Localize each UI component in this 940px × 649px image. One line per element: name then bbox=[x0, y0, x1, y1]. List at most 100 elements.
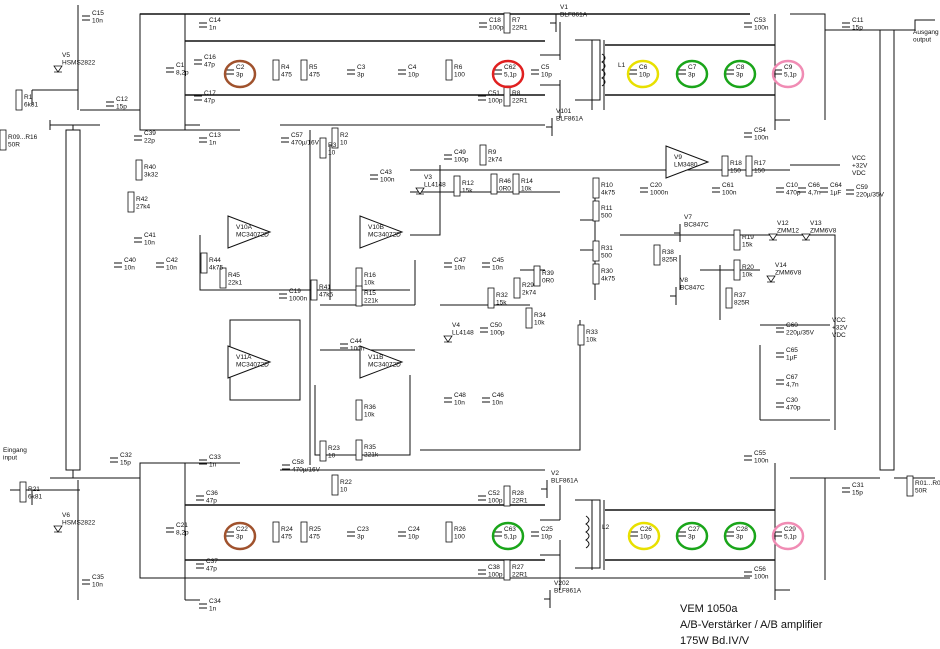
c54-capacitor bbox=[744, 132, 752, 138]
r01-label: R01...R0850R bbox=[915, 480, 940, 495]
c58-capacitor bbox=[282, 464, 290, 470]
r29-resistor bbox=[513, 277, 521, 299]
c12-capacitor bbox=[106, 101, 114, 107]
r35-resistor bbox=[355, 439, 363, 461]
r39-resistor bbox=[533, 265, 541, 287]
title-model: VEM 1050a bbox=[680, 603, 738, 615]
wiring bbox=[10, 5, 935, 601]
title-spec: 175W Bd.IV/V bbox=[680, 635, 750, 647]
r22-resistor bbox=[331, 474, 339, 496]
v11b-opamp bbox=[359, 345, 404, 379]
v1-transistor bbox=[550, 14, 557, 32]
c31-capacitor bbox=[842, 487, 850, 493]
c57-capacitor bbox=[281, 137, 289, 143]
r40-resistor bbox=[135, 159, 143, 181]
c13-capacitor bbox=[199, 137, 207, 143]
r09-resistor bbox=[0, 129, 7, 151]
c53-capacitor bbox=[744, 22, 752, 28]
r17-resistor bbox=[745, 155, 753, 177]
l2-label: L2 bbox=[602, 524, 610, 531]
r18-resistor bbox=[721, 155, 729, 177]
r46-resistor bbox=[490, 173, 498, 195]
r4-resistor bbox=[272, 59, 280, 81]
r21-resistor bbox=[19, 481, 27, 503]
c18-capacitor bbox=[479, 22, 487, 28]
c28-capacitor bbox=[726, 531, 734, 537]
c27-highlight-ring bbox=[675, 521, 709, 551]
c14-capacitor bbox=[199, 22, 207, 28]
c64-capacitor bbox=[820, 187, 828, 193]
c3-capacitor bbox=[347, 69, 355, 75]
r33-resistor bbox=[577, 324, 585, 346]
c29-capacitor bbox=[774, 531, 782, 537]
r25-resistor bbox=[300, 521, 308, 543]
c30-capacitor bbox=[776, 402, 784, 408]
c36-capacitor bbox=[196, 495, 204, 501]
c7-highlight-ring bbox=[675, 59, 709, 89]
c9-capacitor bbox=[774, 69, 782, 75]
c21-capacitor bbox=[166, 527, 174, 533]
c35-capacitor bbox=[82, 579, 90, 585]
c49-capacitor bbox=[444, 154, 452, 160]
c5-capacitor bbox=[531, 69, 539, 75]
v13-diode bbox=[801, 233, 811, 241]
r31-resistor bbox=[592, 240, 600, 262]
c47-capacitor bbox=[444, 262, 452, 268]
v9-opamp bbox=[665, 145, 710, 179]
r5-resistor bbox=[300, 59, 308, 81]
c48-capacitor bbox=[444, 397, 452, 403]
r20-resistor bbox=[733, 259, 741, 281]
v6-diode bbox=[53, 525, 63, 533]
